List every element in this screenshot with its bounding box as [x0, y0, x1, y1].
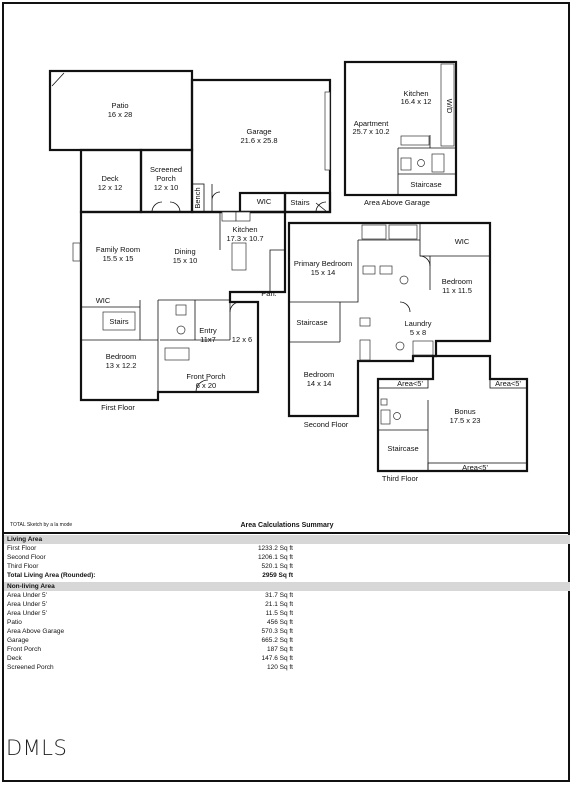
nonliving-row: Area Under 5'11.5 Sq ft	[7, 610, 293, 617]
deck-label: Deck	[101, 174, 118, 183]
patio-label: Patio	[111, 101, 128, 110]
first-floor-label: First Floor	[101, 403, 135, 412]
apartment-label: Apartment	[354, 119, 390, 128]
screened-porch-label-1: Screened	[150, 165, 182, 174]
apartment-kitchen-size: 16.4 x 12	[401, 97, 432, 106]
dining-size: 15 x 10	[173, 256, 198, 265]
third-floor-plan	[376, 354, 529, 473]
bedroom-first-label: Bedroom	[106, 352, 136, 361]
second-floor-outline	[287, 221, 492, 418]
nonliving-area-header: Non-living Area	[4, 582, 570, 591]
front-porch-label: Front Porch	[186, 372, 225, 381]
living-area-header: Living Area	[4, 535, 570, 544]
primary-bedroom-size: 15 x 14	[311, 268, 336, 277]
second-floor-label: Second Floor	[304, 420, 349, 429]
bedroom-second-b-label: Bedroom	[304, 370, 334, 379]
family-room-size: 15.5 x 15	[103, 254, 134, 263]
above-garage-plan	[343, 60, 458, 197]
dining-label: Dining	[174, 247, 195, 256]
floor-plan: Patio 16 x 28 Garage 21.6 x 25.8 Deck 12…	[48, 60, 529, 483]
stairs-first-label: Stairs	[109, 317, 128, 326]
family-room-label: Family Room	[96, 245, 140, 254]
above-garage-outline	[343, 60, 458, 197]
entry-size: 11x7	[200, 335, 216, 344]
above-garage-label: Area Above Garage	[364, 198, 430, 207]
primary-bedroom-label: Primary Bedroom	[294, 259, 352, 268]
garage-size: 21.6 x 25.8	[240, 136, 277, 145]
entry-label: Entry	[199, 326, 217, 335]
kitchen-label: Kitchen	[232, 225, 257, 234]
screened-porch-label-2: Porch	[156, 174, 176, 183]
area-under-5-c: Area<5'	[462, 463, 488, 472]
first-floor-outline	[79, 210, 287, 402]
bedroom-first-size: 13 x 12.2	[106, 361, 137, 370]
front-porch-size: 6 x 20	[196, 381, 216, 390]
washer-dryer-label: W/D	[445, 99, 454, 114]
mls-logo: DMLS	[6, 736, 68, 760]
hall-size: 12 x 6	[232, 335, 252, 344]
apartment-kitchen-label: Kitchen	[403, 89, 428, 98]
third-floor-outline	[376, 354, 529, 473]
deck-size: 12 x 12	[98, 183, 123, 192]
shower-tile	[388, 224, 418, 240]
laundry-label: Laundry	[404, 319, 431, 328]
bonus-size: 17.5 x 23	[450, 416, 481, 425]
nonliving-row: Area Under 5'21.1 Sq ft	[7, 601, 293, 608]
area-summary-title: Area Calculations Summary	[240, 522, 334, 529]
second-floor-plan	[287, 221, 492, 418]
laundry-size: 5 x 8	[410, 328, 426, 337]
sketch-credit: TOTAL Sketch by a la mode	[10, 522, 73, 528]
third-floor-label: Third Floor	[382, 474, 419, 483]
kitchen-size: 17.3 x 10.7	[226, 234, 263, 243]
pantry-label: Pan.	[261, 289, 276, 298]
staircase-second-label: Staircase	[296, 318, 327, 327]
bedroom-second-a-label: Bedroom	[442, 277, 472, 286]
area-under-5-a: Area<5'	[397, 379, 423, 388]
bedroom-second-a-size: 11 x 11.5	[442, 286, 472, 295]
wic-second-label: WIC	[455, 237, 470, 246]
bonus-label: Bonus	[454, 407, 476, 416]
garage-label: Garage	[246, 127, 271, 136]
first-floor-plan	[48, 69, 332, 402]
staircase-third-label: Staircase	[387, 444, 418, 453]
wic-first-label: WIC	[257, 197, 272, 206]
area-under-5-b: Area<5'	[495, 379, 521, 388]
stairs-garage-label: Stairs	[290, 198, 309, 207]
bench-label: Bench	[193, 187, 202, 208]
nonliving-row: Area Under 5'31.7 Sq ft	[7, 592, 293, 599]
bedroom-second-b-size: 14 x 14	[307, 379, 332, 388]
apartment-size: 25.7 x 10.2	[352, 127, 389, 136]
staircase-apartment-label: Staircase	[410, 180, 441, 189]
summary-divider	[4, 532, 570, 534]
living-total-row: Total Living Area (Rounded):2959 Sq ft	[7, 572, 293, 579]
patio-size: 16 x 28	[108, 110, 133, 119]
wic-family-label: WIC	[96, 296, 111, 305]
screened-porch-size: 12 x 10	[154, 183, 179, 192]
